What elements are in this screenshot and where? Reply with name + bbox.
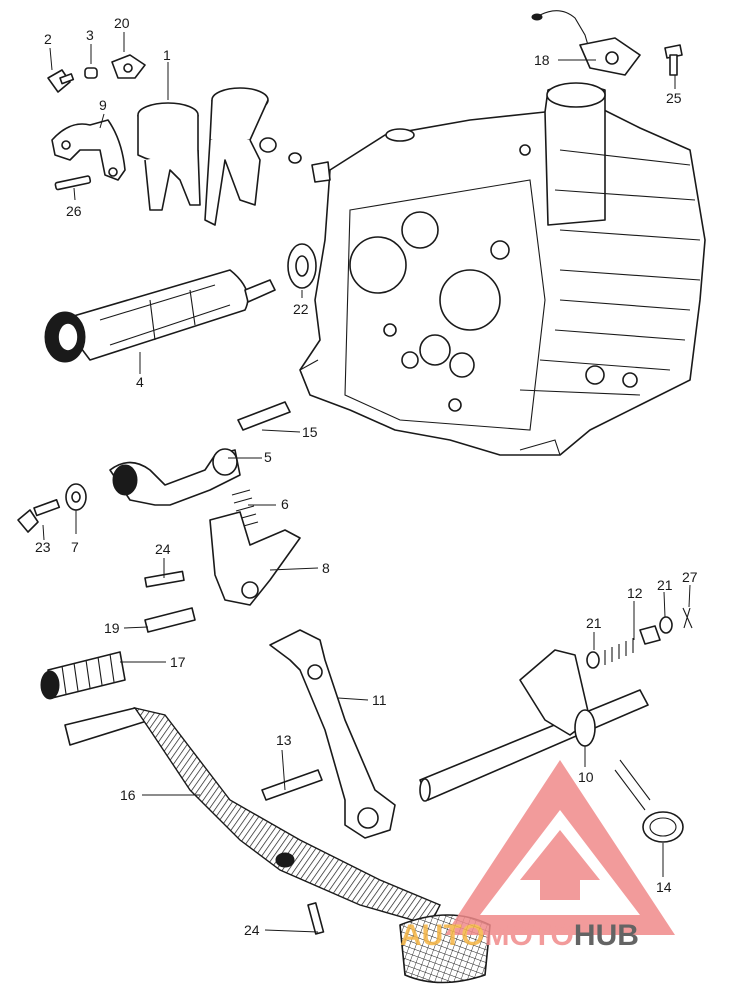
automotohub-watermark: AUTOMOTOHUB (400, 760, 675, 952)
watermark-text-auto: AUTO (400, 919, 484, 952)
watermark-text-hub: HUB (574, 919, 639, 952)
callout-16: 16 (120, 787, 136, 803)
callout-22: 22 (293, 301, 309, 317)
callout-3: 3 (86, 27, 94, 43)
watermark-text-moto: MOTO (484, 919, 573, 952)
callout-12: 12 (627, 585, 643, 601)
callout-21-right: 21 (657, 577, 673, 593)
callout-labels: 2 3 20 1 9 26 22 4 15 5 6 7 23 8 24 19 1… (35, 15, 698, 938)
callout-14: 14 (656, 879, 672, 895)
callout-24-lower: 24 (244, 922, 260, 938)
callout-2: 2 (44, 31, 52, 47)
callout-13: 13 (276, 732, 292, 748)
callout-17: 17 (170, 654, 186, 670)
callout-27: 27 (682, 569, 698, 585)
callout-18: 18 (534, 52, 550, 68)
callout-20: 20 (114, 15, 130, 31)
part-illustrations (17, 10, 693, 984)
callout-23: 23 (35, 539, 51, 555)
callout-7: 7 (71, 539, 79, 555)
callout-19: 19 (104, 620, 120, 636)
callout-26: 26 (66, 203, 82, 219)
callout-10: 10 (578, 769, 594, 785)
callout-4: 4 (136, 374, 144, 390)
callout-1: 1 (163, 47, 171, 63)
crankcase-illustration (299, 82, 706, 456)
callout-24-upper: 24 (155, 541, 171, 557)
callout-9: 9 (99, 97, 107, 113)
callout-15: 15 (302, 424, 318, 440)
callout-25: 25 (666, 90, 682, 106)
leader-lines (42, 32, 691, 933)
watermark-text: AUTOMOTOHUB (400, 919, 639, 952)
watermark-triangle (445, 760, 675, 935)
callout-5: 5 (264, 449, 272, 465)
callout-11: 11 (372, 692, 387, 708)
callout-21-left: 21 (586, 615, 602, 631)
callout-8: 8 (322, 560, 330, 576)
watermark-inner-mark (520, 830, 600, 900)
callout-6: 6 (281, 496, 289, 512)
